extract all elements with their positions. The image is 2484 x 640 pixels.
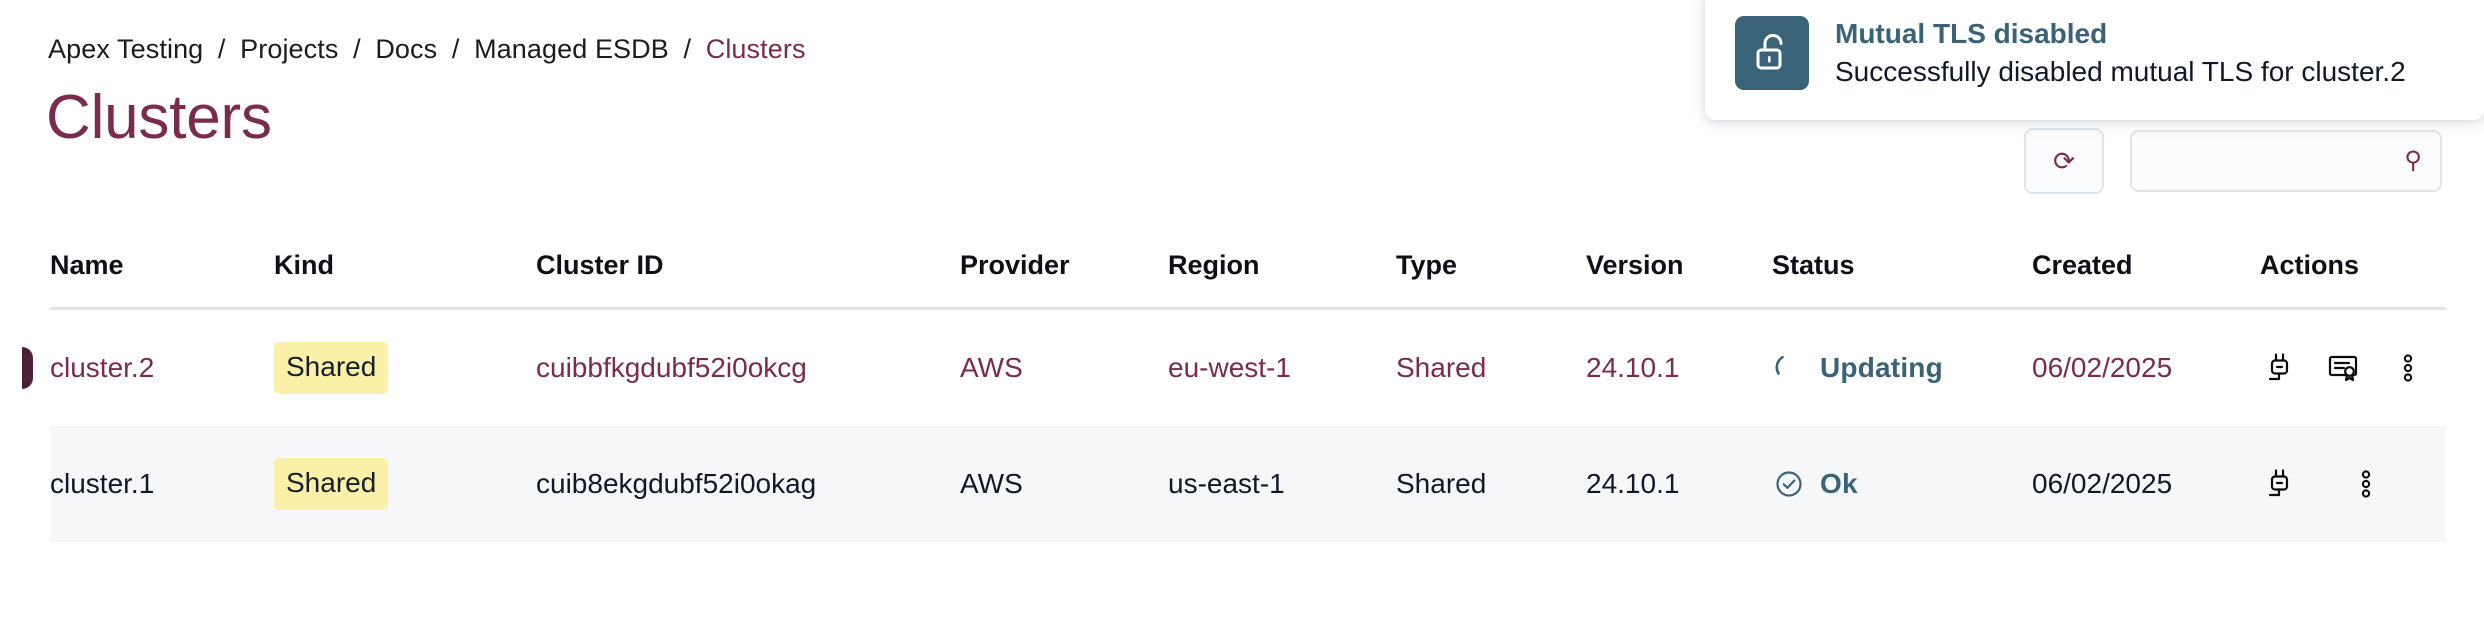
breadcrumb-item-docs[interactable]: Docs — [375, 34, 438, 64]
cell-actions — [2260, 426, 2446, 542]
cell-type: Shared — [1396, 308, 1586, 426]
kind-badge: Shared — [274, 458, 389, 510]
status-badge: Ok — [1772, 467, 2032, 501]
search-icon: ⚲ — [2404, 147, 2422, 174]
more-vertical-icon-button[interactable] — [2346, 464, 2386, 504]
table-toolbar: ⟳ ⚲ — [2024, 128, 2442, 194]
table-row[interactable]: cluster.2 Shared cuibbfkgdubf52i0okcg AW… — [50, 308, 2446, 426]
cell-cluster-id[interactable]: cuibbfkgdubf52i0okcg — [536, 308, 960, 426]
cell-status: Updating — [1772, 308, 2032, 426]
status-label: Ok — [1820, 468, 1858, 499]
breadcrumb-item-apex-testing[interactable]: Apex Testing — [48, 34, 204, 64]
clusters-table: Name Kind Cluster ID Provider Region Typ… — [50, 250, 2446, 542]
more-vertical-icon-button[interactable] — [2388, 348, 2428, 388]
cell-version: 24.10.1 — [1586, 426, 1772, 542]
refresh-icon: ⟳ — [2053, 146, 2075, 176]
plug-icon-button[interactable] — [2260, 348, 2300, 388]
toast-body: Mutual TLS disabled Successfully disable… — [1835, 16, 2456, 90]
breadcrumb-item-clusters[interactable]: Clusters — [705, 34, 806, 64]
column-header-created[interactable]: Created — [2032, 250, 2133, 280]
column-header-status[interactable]: Status — [1772, 250, 1855, 280]
cell-region: eu-west-1 — [1168, 308, 1396, 426]
cell-kind: Shared — [274, 426, 536, 542]
column-header-version[interactable]: Version — [1586, 250, 1684, 280]
search-input[interactable]: ⚲ — [2130, 130, 2442, 192]
column-header-type[interactable]: Type — [1396, 250, 1458, 280]
cell-provider: AWS — [960, 426, 1168, 542]
refresh-button[interactable]: ⟳ — [2024, 128, 2104, 194]
unlock-icon — [1735, 16, 1809, 90]
toast-notification[interactable]: Mutual TLS disabled Successfully disable… — [1705, 0, 2484, 120]
cell-created: 06/02/2025 — [2032, 308, 2260, 426]
row-actions — [2260, 348, 2446, 388]
row-actions — [2260, 464, 2446, 504]
column-header-region[interactable]: Region — [1168, 250, 1260, 280]
certificate-icon-button[interactable] — [2324, 348, 2364, 388]
toast-message: Successfully disabled mutual TLS for clu… — [1835, 56, 2406, 87]
clusters-table-container: Name Kind Cluster ID Provider Region Typ… — [50, 250, 2446, 542]
breadcrumb-separator: / — [353, 34, 361, 64]
cell-name[interactable]: cluster.1 — [50, 426, 274, 542]
certificate-icon — [2328, 355, 2358, 382]
toast-title: Mutual TLS disabled — [1835, 18, 2108, 49]
breadcrumb-separator: / — [683, 34, 692, 64]
cell-status: Ok — [1772, 426, 2032, 542]
page-title: Clusters — [46, 83, 272, 152]
column-header-provider[interactable]: Provider — [960, 250, 1070, 280]
cell-provider: AWS — [960, 308, 1168, 426]
breadcrumb: Apex Testing / Projects / Docs / Managed… — [48, 33, 806, 65]
check-circle-icon — [1776, 471, 1802, 497]
more-vertical-icon — [2403, 354, 2413, 382]
cell-version: 24.10.1 — [1586, 308, 1772, 426]
table-row[interactable]: cluster.1 Shared cuib8ekgdubf52i0okag AW… — [50, 426, 2446, 542]
cell-actions — [2260, 308, 2446, 426]
cell-name[interactable]: cluster.2 — [50, 308, 274, 426]
plug-icon — [2268, 353, 2289, 381]
kind-badge: Shared — [274, 342, 389, 394]
more-vertical-icon — [2361, 470, 2371, 498]
column-header-name[interactable]: Name — [50, 250, 124, 280]
cell-cluster-id[interactable]: cuib8ekgdubf52i0okag — [536, 426, 960, 542]
column-header-actions: Actions — [2260, 250, 2360, 280]
table-header-row: Name Kind Cluster ID Provider Region Typ… — [50, 250, 2446, 309]
breadcrumb-separator: / — [451, 34, 460, 64]
cell-kind: Shared — [274, 308, 536, 426]
breadcrumb-separator: / — [217, 34, 226, 64]
cell-region: us-east-1 — [1168, 426, 1396, 542]
status-label: Updating — [1820, 352, 1943, 383]
breadcrumb-item-managed-esdb[interactable]: Managed ESDB — [474, 34, 669, 64]
column-header-kind[interactable]: Kind — [274, 250, 334, 280]
cell-type: Shared — [1396, 426, 1586, 542]
column-header-cluster-id[interactable]: Cluster ID — [536, 250, 664, 280]
cell-created: 06/02/2025 — [2032, 426, 2260, 542]
plug-icon-button[interactable] — [2260, 464, 2300, 504]
status-badge: Updating — [1772, 351, 2032, 385]
breadcrumb-item-projects[interactable]: Projects — [240, 34, 339, 64]
plug-icon — [2268, 469, 2289, 497]
spinner-icon — [1775, 355, 1784, 375]
